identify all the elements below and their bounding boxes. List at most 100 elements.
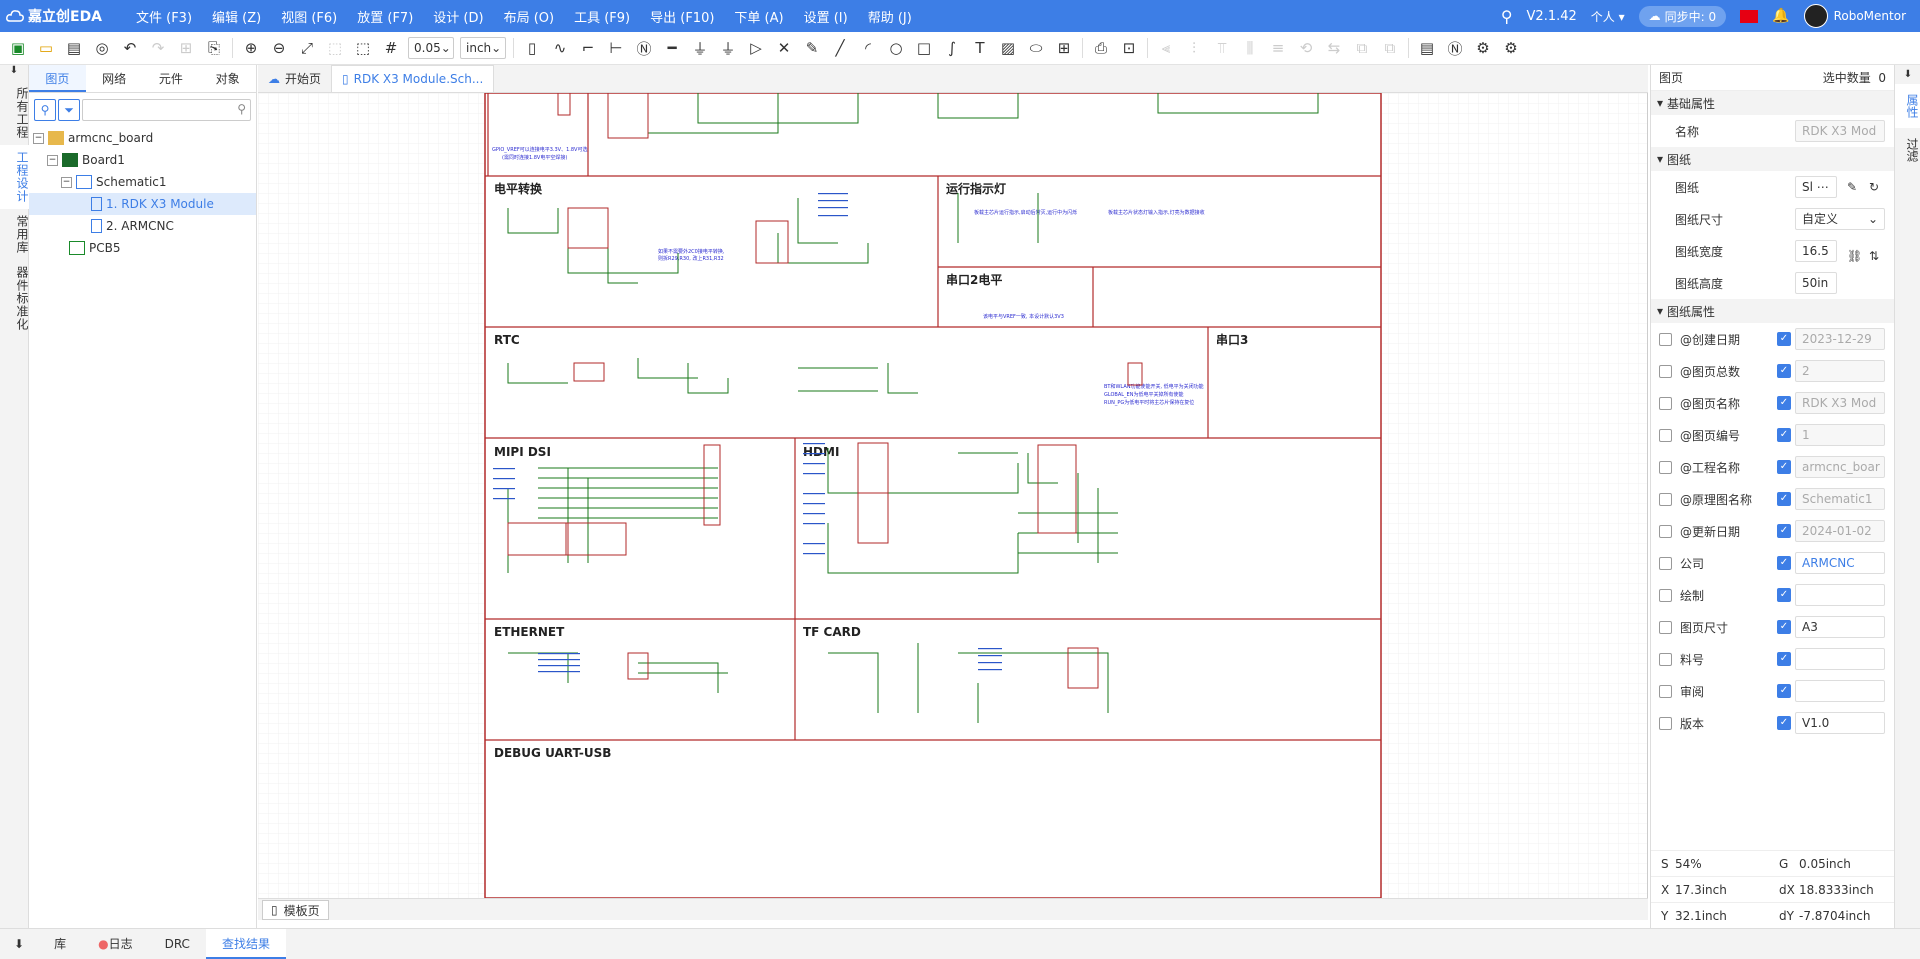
zoom-out-icon[interactable]: ⊖ xyxy=(272,39,286,57)
tree-item-pcb[interactable]: PCB5 xyxy=(29,237,256,259)
chip-icon[interactable]: ⊡ xyxy=(1122,39,1136,57)
power-icon[interactable]: ⏚ xyxy=(692,39,708,58)
tab-schematic[interactable]: ▯RDK X3 Module.Sch... xyxy=(331,65,495,92)
vtab-project-design[interactable]: 工程设计 xyxy=(0,145,29,209)
attr-value-field[interactable]: 1 xyxy=(1795,424,1885,446)
arc-icon[interactable]: ◜ xyxy=(865,39,871,57)
open-folder-icon[interactable]: ▭ xyxy=(38,39,54,57)
library-icon[interactable]: ▤ xyxy=(1419,39,1435,57)
visible-checkbox[interactable]: ✓ xyxy=(1777,556,1791,570)
pin-icon[interactable]: ⬇ xyxy=(14,937,25,951)
menu-item[interactable]: 编辑 (Z) xyxy=(212,10,262,26)
attr-value-field[interactable]: 2 xyxy=(1795,360,1885,382)
tab-find-results[interactable]: 查找结果 xyxy=(205,929,286,959)
unit-select[interactable]: inch⌄ xyxy=(460,37,506,59)
zoom-in-icon[interactable]: ⊕ xyxy=(244,39,258,57)
section-basic[interactable]: ▾基础属性 xyxy=(1651,91,1894,115)
menu-item[interactable]: 布局 (O) xyxy=(503,10,555,26)
circle-icon[interactable]: ○ xyxy=(889,39,903,57)
attr-value-field[interactable] xyxy=(1795,584,1885,606)
vtab-properties[interactable]: 属性 xyxy=(1895,84,1920,128)
attr-value-field[interactable] xyxy=(1795,680,1885,702)
distribute-v-icon[interactable]: ≡ xyxy=(1271,39,1285,57)
visible-checkbox[interactable]: ✓ xyxy=(1777,524,1791,538)
search-input[interactable]: ⚲ xyxy=(82,99,251,121)
visible-checkbox[interactable]: ✓ xyxy=(1777,396,1791,410)
grid-snap-icon[interactable]: ⊞ xyxy=(179,39,193,57)
show-checkbox[interactable] xyxy=(1659,364,1672,378)
paper-width-field[interactable]: 16.5 xyxy=(1795,240,1837,262)
name-field[interactable]: RDK X3 Mod xyxy=(1795,120,1885,142)
show-checkbox[interactable] xyxy=(1659,620,1672,634)
image-icon[interactable]: ▨ xyxy=(1000,39,1016,57)
pen-icon[interactable]: ✎ xyxy=(805,39,819,57)
net-label-icon[interactable]: ⊢ xyxy=(609,39,623,57)
port-icon[interactable]: ▷ xyxy=(750,39,762,57)
new-file-icon[interactable]: ▣ xyxy=(10,39,26,57)
attr-value-field[interactable]: A3 xyxy=(1795,616,1885,638)
sync-status-button[interactable]: ☁同步中: 0 xyxy=(1638,5,1727,27)
tab-components[interactable]: 元件 xyxy=(158,72,183,86)
template-page-tab[interactable]: ▯模板页 xyxy=(262,900,329,920)
no-flag-icon[interactable]: ✕ xyxy=(777,39,791,57)
attr-value-field[interactable]: armcnc_boar xyxy=(1795,456,1885,478)
ellipse-icon[interactable]: ⬭ xyxy=(1029,39,1043,57)
attr-value-field[interactable]: Schematic1 xyxy=(1795,488,1885,510)
paper-size-select[interactable]: 自定义⌄ xyxy=(1795,208,1885,230)
visible-checkbox[interactable]: ✓ xyxy=(1777,620,1791,634)
attr-value-field[interactable] xyxy=(1795,648,1885,670)
bus-icon[interactable]: ∿ xyxy=(553,39,567,57)
bezier-icon[interactable]: ∫ xyxy=(948,39,956,57)
edit-icon[interactable]: ✎ xyxy=(1847,180,1858,194)
tab-objects[interactable]: 对象 xyxy=(215,72,240,86)
vtab-device-standard[interactable]: 器件标准化 xyxy=(15,266,29,331)
pin-icon[interactable]: ⬇ xyxy=(1903,69,1913,80)
attr-value-field[interactable]: V1.0 xyxy=(1795,712,1885,734)
settings-icon[interactable]: ⚙ xyxy=(1504,39,1518,57)
grid-icon[interactable]: # xyxy=(384,39,398,57)
align-left-icon[interactable]: ⫷ xyxy=(1161,39,1171,57)
language-flag-icon[interactable] xyxy=(1740,9,1759,23)
component-icon[interactable]: ▯ xyxy=(527,39,537,57)
vtab-filter[interactable]: 过滤 xyxy=(1905,138,1919,162)
collapse-icon[interactable]: − xyxy=(47,154,58,166)
show-checkbox[interactable] xyxy=(1659,332,1672,346)
no-connect-icon[interactable]: ━ xyxy=(667,39,677,57)
menu-item[interactable]: 设计 (D) xyxy=(433,10,484,26)
grid-size-select[interactable]: 0.05⌄ xyxy=(408,37,454,59)
ground-icon[interactable]: ⏚ xyxy=(720,39,736,58)
tab-log[interactable]: ●日志 xyxy=(82,929,149,959)
vtab-common-library[interactable]: 常用库 xyxy=(15,215,29,254)
show-checkbox[interactable] xyxy=(1659,396,1672,410)
schematic-canvas[interactable]: 电平转换 运行指示灯 串口2电平 RTC 串口3 MIPI DSI HDMI E… xyxy=(258,93,1648,898)
front-icon[interactable]: ⧉ xyxy=(1356,39,1368,57)
bom-icon[interactable]: ⚙ xyxy=(1476,39,1490,57)
menu-item[interactable]: 下单 (A) xyxy=(734,10,784,26)
rotate-icon[interactable]: ⟲ xyxy=(1299,39,1313,57)
save-icon[interactable]: ▤ xyxy=(66,39,82,57)
redo-icon[interactable]: ↷ xyxy=(151,39,165,57)
show-checkbox[interactable] xyxy=(1659,460,1672,474)
design-check-icon[interactable]: ⎙ xyxy=(1094,39,1107,57)
zoom-area-icon[interactable]: ⬚ xyxy=(355,39,371,57)
show-checkbox[interactable] xyxy=(1659,556,1672,570)
visible-checkbox[interactable]: ✓ xyxy=(1777,332,1791,346)
align-top-icon[interactable]: ⫪ xyxy=(1217,39,1227,57)
rectangle-icon[interactable]: □ xyxy=(916,39,932,57)
link-icon[interactable]: ⛓ xyxy=(1847,249,1863,263)
collapse-icon[interactable]: − xyxy=(33,132,44,144)
net-port-icon[interactable]: Ⓝ xyxy=(636,39,652,58)
align-center-icon[interactable]: ⫶ xyxy=(1192,39,1196,57)
zoom-selection-icon[interactable]: ⬚ xyxy=(327,39,343,57)
show-checkbox[interactable] xyxy=(1659,492,1672,506)
undo-icon[interactable]: ↶ xyxy=(123,39,137,57)
flip-icon[interactable]: ⇆ xyxy=(1327,39,1341,57)
line-icon[interactable]: ╱ xyxy=(835,39,845,57)
paper-field[interactable]: Sl ⋯ xyxy=(1795,176,1837,198)
show-checkbox[interactable] xyxy=(1659,716,1672,730)
search-mode-icon[interactable]: ⚲ xyxy=(34,99,56,121)
show-checkbox[interactable] xyxy=(1659,652,1672,666)
vtab-all-projects[interactable]: 所有工程 xyxy=(15,87,29,139)
back-icon[interactable]: ⧉ xyxy=(1384,39,1396,57)
tab-library[interactable]: 库 xyxy=(54,937,67,951)
